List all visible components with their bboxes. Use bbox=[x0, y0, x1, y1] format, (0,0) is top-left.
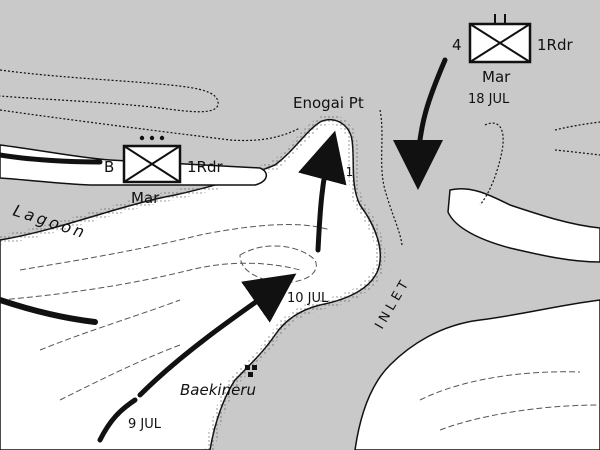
unit-4-company: 4 bbox=[452, 36, 462, 54]
reef-line-point bbox=[379, 109, 403, 246]
label-enogai-pt: Enogai Pt bbox=[293, 94, 364, 112]
infantry-unit-symbol-icon bbox=[468, 14, 532, 64]
unit-b-company: B bbox=[104, 158, 114, 176]
label-date-10jul: 10 JUL bbox=[287, 291, 329, 306]
unit-b: B 1Rdr Mar bbox=[104, 135, 223, 207]
unit-b-size: 1Rdr bbox=[187, 158, 223, 176]
infantry-unit-symbol-icon bbox=[122, 135, 182, 184]
reef-line-east bbox=[554, 121, 600, 156]
label-date-11: 11 bbox=[338, 165, 353, 179]
reef-line-north bbox=[0, 69, 219, 113]
unit-4: 4 1Rdr Mar 18 JUL bbox=[452, 14, 573, 107]
advance-arrow-10jul bbox=[137, 273, 297, 398]
advance-arrow-9jul bbox=[97, 397, 138, 443]
unit-b-branch: Mar bbox=[131, 189, 160, 207]
label-date-9jul: 9 JUL bbox=[128, 417, 162, 432]
unit-4-date: 18 JUL bbox=[468, 92, 510, 107]
label-baekineru: Baekineru bbox=[180, 381, 256, 399]
village-marker bbox=[245, 365, 257, 377]
advance-arrow-18jul bbox=[393, 57, 448, 190]
unit-4-size: 1Rdr bbox=[537, 36, 573, 54]
advance-arrow-11jul bbox=[298, 130, 347, 253]
land-east bbox=[354, 299, 600, 450]
advance-arrow-west bbox=[0, 297, 98, 325]
b-unit-tail-line bbox=[0, 152, 103, 165]
advance-arrows bbox=[0, 57, 448, 443]
land-east-islet bbox=[447, 187, 600, 263]
unit-4-branch: Mar bbox=[482, 68, 511, 86]
shoreline-shading bbox=[0, 114, 386, 450]
reef-line-north-2 bbox=[0, 109, 301, 142]
